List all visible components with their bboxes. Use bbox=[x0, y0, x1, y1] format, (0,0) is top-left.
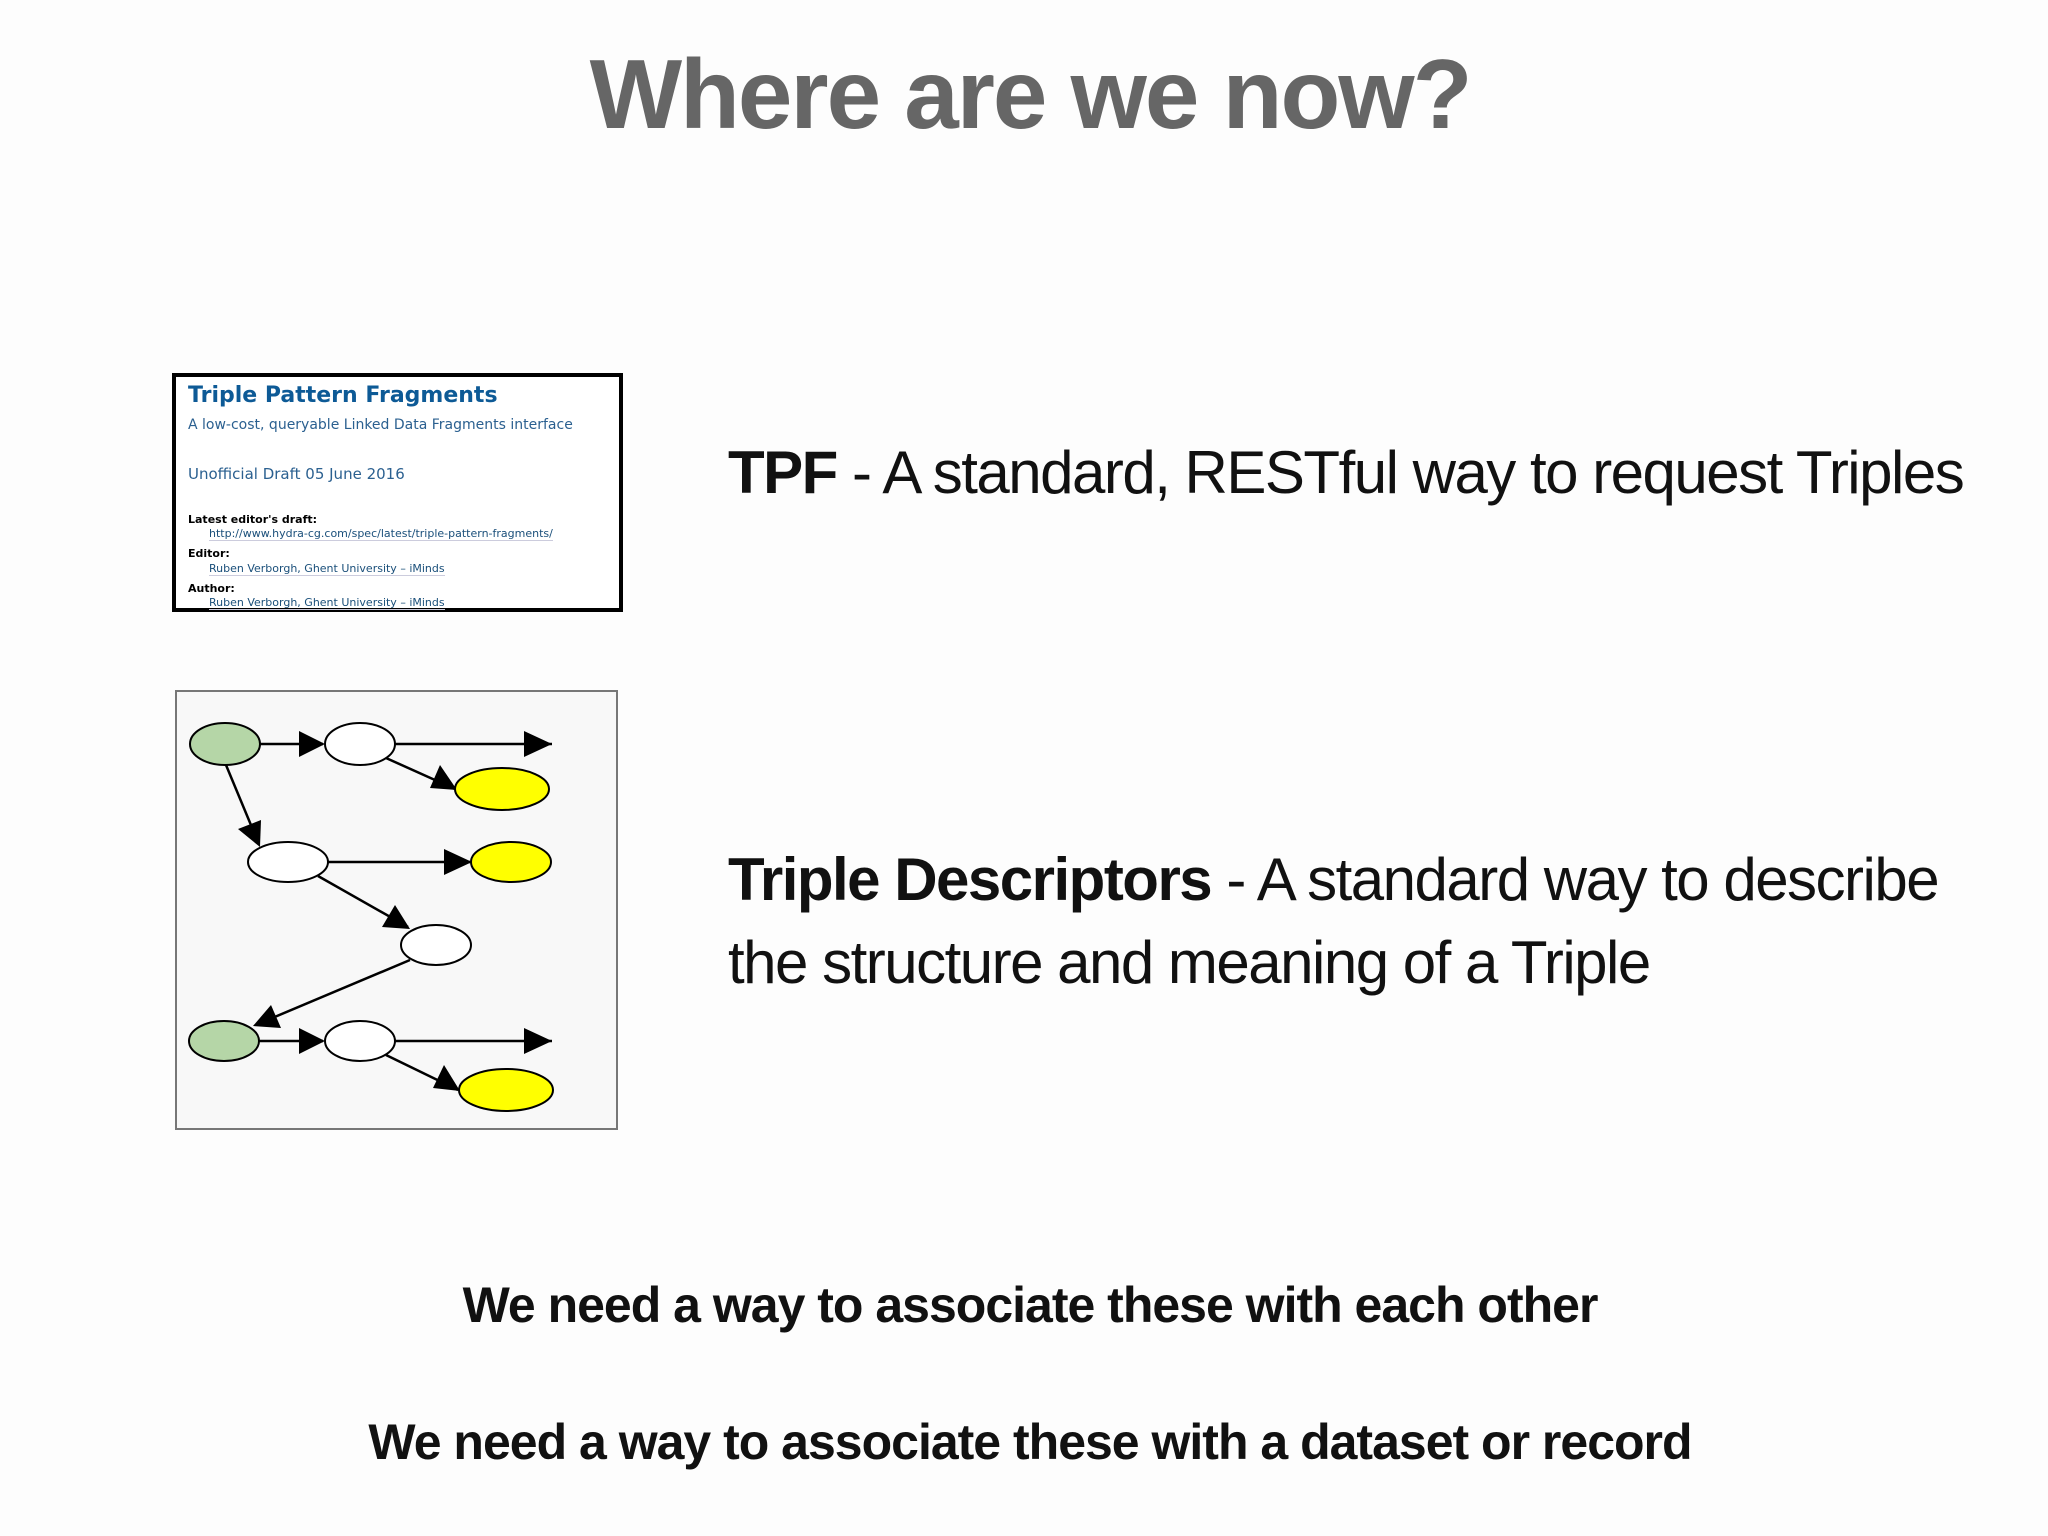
arrowhead bbox=[299, 731, 325, 757]
node-white bbox=[324, 1020, 396, 1062]
arrowhead bbox=[382, 905, 410, 929]
node-green bbox=[188, 1020, 260, 1062]
arrowhead bbox=[444, 849, 472, 875]
arrowhead bbox=[253, 1005, 281, 1028]
tpf-heading: Triple Pattern Fragments bbox=[188, 383, 498, 408]
need-statement-2: We need a way to associate these with a … bbox=[368, 1414, 1692, 1470]
descriptors-term: Triple Descriptors bbox=[728, 846, 1213, 913]
tpf-text: - A standard, RESTful way to request Tri… bbox=[836, 439, 1965, 506]
descriptors-text1: - A standard way to describe bbox=[1211, 846, 1939, 913]
node-white bbox=[247, 841, 329, 883]
triple-graph-diagram bbox=[175, 690, 618, 1130]
tpf-term: TPF bbox=[728, 439, 838, 506]
arrowhead bbox=[433, 1065, 460, 1091]
tpf-spec-screenshot: Triple Pattern Fragments A low-cost, que… bbox=[172, 373, 623, 612]
arrowhead bbox=[299, 1028, 325, 1054]
latest-label: Latest editor's draft: bbox=[188, 513, 318, 526]
node-white bbox=[400, 924, 472, 966]
edge bbox=[257, 958, 411, 1026]
node-yellow bbox=[454, 767, 550, 811]
arrowhead bbox=[238, 820, 261, 847]
arrowhead bbox=[524, 1028, 552, 1054]
descriptors-text2: the structure and meaning of a Triple bbox=[728, 929, 1651, 996]
node-green bbox=[189, 722, 261, 766]
arrowhead bbox=[430, 765, 457, 790]
node-white bbox=[324, 722, 396, 766]
need-statement-1: We need a way to associate these with ea… bbox=[462, 1277, 1599, 1333]
slide-title: Where are we now? bbox=[589, 39, 1473, 149]
editor-label: Editor: bbox=[188, 547, 230, 560]
arrowhead bbox=[524, 731, 552, 757]
node-yellow bbox=[470, 841, 552, 883]
tpf-subtitle: A low-cost, queryable Linked Data Fragme… bbox=[188, 417, 573, 433]
descriptors-description: Triple Descriptors - A standard way to d… bbox=[728, 845, 1940, 914]
node-yellow bbox=[458, 1068, 554, 1112]
author-value: Ruben Verborgh, Ghent University – iMind… bbox=[209, 596, 445, 610]
editor-value: Ruben Verborgh, Ghent University – iMind… bbox=[209, 562, 445, 576]
tpf-draft: Unofficial Draft 05 June 2016 bbox=[188, 465, 405, 483]
tpf-description: TPF - A standard, RESTful way to request… bbox=[728, 438, 1965, 507]
author-label: Author: bbox=[188, 582, 235, 595]
latest-url: http://www.hydra-cg.com/spec/latest/trip… bbox=[209, 527, 553, 541]
